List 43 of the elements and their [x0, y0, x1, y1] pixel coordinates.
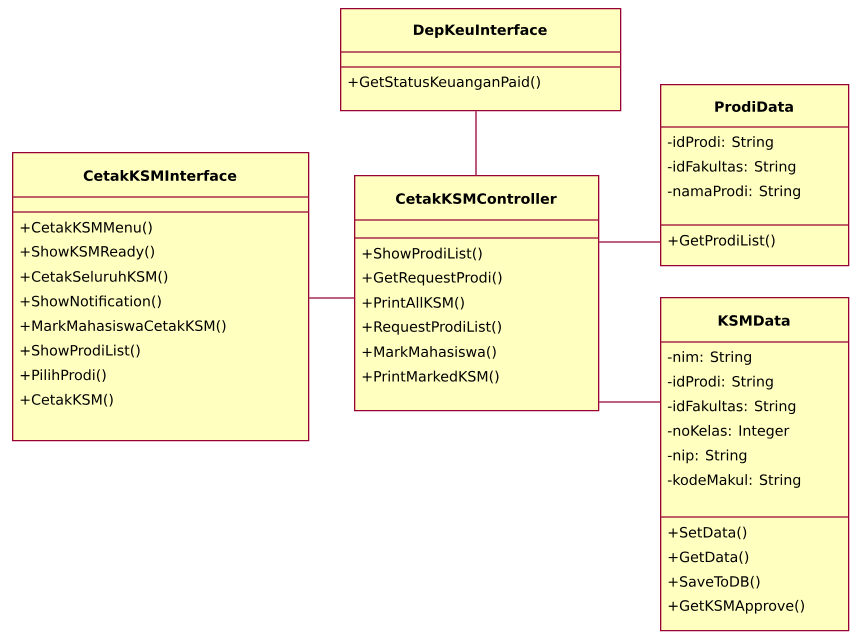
connector-line	[309, 297, 354, 299]
class-name: ProdiData	[715, 101, 793, 112]
attribute-text: -idFakultas: String	[668, 160, 796, 174]
method-text: +GetData()	[668, 551, 748, 564]
method-text: +ShowNotification()	[20, 295, 161, 308]
method-text: +ShowProdiList()	[362, 248, 482, 260]
attribute-text: -noKelas: Integer	[668, 424, 790, 439]
attribute-text: -idProdi: String	[668, 376, 773, 390]
method-text: +PrintMarkedKSM()	[362, 370, 498, 384]
method-text: +SaveToDB()	[668, 576, 760, 588]
class-name: KSMData	[718, 315, 790, 326]
method-text: +GetProdiList()	[668, 234, 775, 248]
class-name: DepKeuInterface	[414, 24, 547, 38]
method-text: +CetakSeluruhKSM()	[20, 270, 168, 284]
method-text: +RequestProdiList()	[362, 320, 501, 335]
method-text: +ShowKSMReady()	[20, 246, 154, 260]
method-text: +ShowProdiList()	[20, 344, 140, 358]
method-text: +GetKSMApprove()	[668, 600, 804, 614]
class-name: CetakKSMController	[396, 193, 557, 204]
method-text: +MarkMahasiswa()	[362, 346, 496, 359]
method-text: +SetData()	[668, 526, 746, 540]
method-text: +CetakKSMMenu()	[20, 222, 152, 234]
class-box	[12, 152, 310, 442]
class-box	[660, 84, 850, 266]
method-text: +PrintAllKSM()	[362, 296, 464, 310]
method-text: +PilihProdi()	[20, 369, 106, 382]
attribute-text: -idProdi: String	[668, 136, 773, 150]
attribute-text: -nim: String	[668, 351, 751, 365]
connector-line	[599, 401, 660, 403]
attribute-text: -namaProdi: String	[668, 185, 800, 200]
class-box	[340, 8, 622, 112]
class-box	[354, 175, 600, 412]
class-name: CetakKSMInterface	[84, 170, 236, 181]
connector-line	[599, 241, 660, 243]
attribute-text: -idFakultas: String	[668, 400, 796, 414]
method-text: +CetakKSM()	[20, 394, 113, 407]
class-box	[660, 297, 850, 632]
attribute-text: -nip: String	[668, 450, 746, 464]
attribute-text: -kodeMakul: String	[668, 474, 800, 488]
method-text: +GetStatusKeuanganPaid()	[348, 76, 540, 90]
method-text: +GetRequestProdi()	[362, 272, 502, 286]
connector-line	[475, 111, 477, 175]
method-text: +MarkMahasiswaCetakKSM()	[20, 320, 226, 333]
